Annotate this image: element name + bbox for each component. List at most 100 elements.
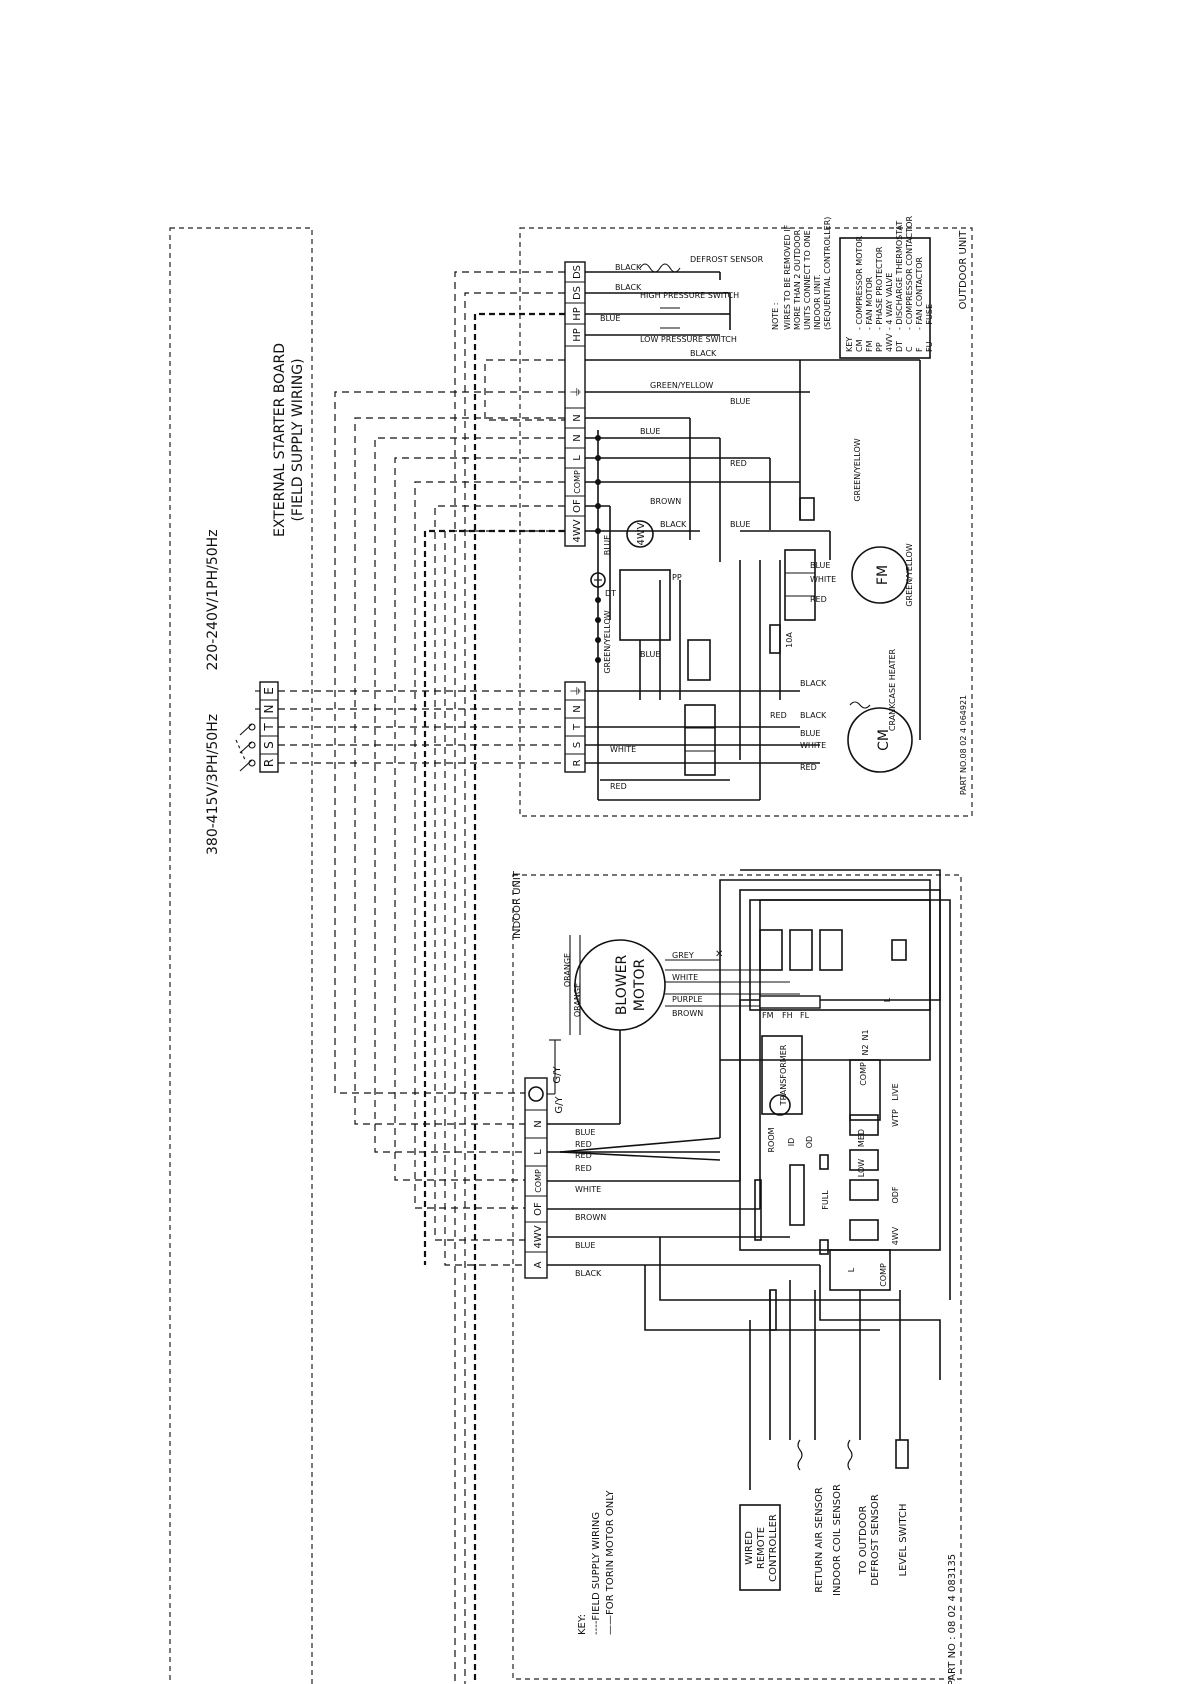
outdoor-unit-label: OUTDOOR UNIT [958,230,969,310]
indoor-gy-label: G/Y [554,1095,565,1113]
pcb-labels: LIVE WTP L N1 N2 ROOM ID OD LOW MED FULL… [767,997,900,1287]
svg-text:(SEQUENTIAL CONTROLLER): (SEQUENTIAL CONTROLLER) [823,217,832,330]
svg-text:BLUE: BLUE [603,535,612,555]
supply-terminal-block: E N T S R [259,681,279,773]
svg-text:- FAN MOTOR: - FAN MOTOR [865,276,874,330]
outdoor-key: KEY CM- COMPRESSOR MOTOR FM- FAN MOTOR P… [845,216,934,352]
svg-text:INDOOR UNIT.: INDOOR UNIT. [813,274,822,330]
lower-terminal-earth: ⏚ [569,685,583,697]
svg-text:4WV: 4WV [891,1226,900,1245]
svg-text:BLOWER: BLOWER [614,955,630,1016]
svg-text:10A: 10A [785,632,794,648]
indoor-unit-frame [512,874,962,1680]
blower-motor: BLOWER MOTOR ORANGE ORANGE GREY WHITE PU… [563,935,800,1035]
indoor-terminal-l: L [533,1149,544,1155]
transformer: TRANSFORMER [761,1035,803,1115]
svg-text:WTP: WTP [891,1109,900,1127]
terminal-ds-2: DS [572,286,583,300]
svg-text:GREEN/YELLOW: GREEN/YELLOW [853,438,862,501]
svg-text:G/Y: G/Y [552,1065,563,1083]
svg-text:BLACK: BLACK [575,1269,602,1278]
indoor-wire-labels: BLUE RED RED RED WHITE BROWN BLUE BLACK [575,1128,606,1278]
svg-text:WIRES TO BE REMOVED IF: WIRES TO BE REMOVED IF [783,224,792,330]
svg-text:RED: RED [810,595,827,604]
svg-text:RETURN AIR SENSOR: RETURN AIR SENSOR [814,1487,825,1593]
svg-text:- DISCHARGE THERMOSTAT: - DISCHARGE THERMOSTAT [895,221,904,330]
svg-text:N2: N2 [861,1044,870,1055]
svg-text:N1: N1 [861,1029,870,1040]
indoor-earth: G/Y [547,1039,563,1095]
svg-text:FM: FM [875,565,891,585]
terminal-ds-1: DS [572,265,583,279]
indoor-terminal-comp: COMP [534,1169,543,1193]
defrost-sensor: DEFROST SENSOR [639,255,764,273]
starter-board-subtitle: (FIELD SUPPLY WIRING) [290,358,306,521]
svg-text:LOW: LOW [857,1159,866,1177]
svg-text:GREEN/YELLOW: GREEN/YELLOW [650,381,713,390]
svg-text:✕: ✕ [715,949,723,960]
svg-text:CONTROLLER: CONTROLLER [768,1514,779,1582]
terminal-of: OF [572,499,583,513]
contactor-c [684,704,716,776]
svg-text:DEFROST SENSOR: DEFROST SENSOR [870,1494,881,1586]
svg-text:L: L [847,1267,856,1272]
svg-text:BLUE: BLUE [640,650,660,659]
pcb-components [754,1094,891,1331]
indoor-unit-label: INDOOR UNIT [512,870,523,939]
pcb-relays-top [759,929,907,971]
svg-text:ORANGE: ORANGE [573,983,582,1017]
svg-text:PURPLE: PURPLE [672,995,703,1004]
svg-text:——FOR TORIN MOTOR ONLY: ——FOR TORIN MOTOR ONLY [605,1490,616,1635]
terminal-hp-2: HP [572,328,583,342]
field-supply-wiring [334,271,565,1684]
terminal-n-2: N [572,434,583,441]
indoor-coil-sensor: INDOOR COIL SENSOR [832,1439,853,1596]
svg-text:LEVEL SWITCH: LEVEL SWITCH [898,1503,909,1576]
supply-1ph-label: 220-240V/1PH/50Hz [205,529,221,670]
level-switch: LEVEL SWITCH [895,1439,909,1577]
svg-text:REMOTE: REMOTE [756,1527,767,1569]
fan-motor: FM [851,546,909,604]
terminal-l: L [572,455,583,461]
svg-text:4WV: 4WV [885,333,894,352]
svg-text:KEY: KEY [845,337,854,352]
lower-terminal-t: T [572,723,583,731]
svg-text:KEY:: KEY: [577,1614,588,1635]
starter-board-frame [169,227,313,1684]
svg-text:BLUE: BLUE [810,561,830,570]
svg-text:BLUE: BLUE [640,427,660,436]
svg-text:- COMPRESSOR CONTACTOR: - COMPRESSOR CONTACTOR [905,216,914,330]
indoor-terminal-strip: N L COMP OF 4WV A [524,1077,548,1279]
svg-text:MED: MED [857,1129,866,1147]
svg-text:MORE THAN 2 OUTDOOR: MORE THAN 2 OUTDOOR [793,229,802,330]
svg-text:RED: RED [800,763,817,772]
svg-text:GREEN/YELLOW: GREEN/YELLOW [603,610,612,673]
svg-text:MOTOR: MOTOR [632,959,648,1012]
compressor-motor: CM [847,707,913,773]
low-pressure-switch: LOW PRESSURE SWITCH [640,327,737,344]
svg-text:TRANSFORMER: TRANSFORMER [779,1044,788,1106]
svg-text:BLUE: BLUE [800,729,820,738]
svg-text:FL: FL [800,1011,810,1020]
svg-text:BLUE: BLUE [730,397,750,406]
svg-text:4WV: 4WV [636,522,647,545]
starter-board-title: EXTERNAL STARTER BOARD [272,343,288,537]
indoor-part-no: PART NO : 08 02 4 083135 [947,1554,958,1684]
phase-protector: PP DT [605,569,711,681]
svg-text:F: F [915,347,924,352]
svg-text:FULL: FULL [821,1190,830,1210]
svg-text:BLACK: BLACK [615,283,642,292]
pcb-upper-section [749,899,931,1011]
indoor-terminal-a: A [533,1261,544,1268]
svg-text:RED: RED [610,782,627,791]
svg-text:L: L [883,997,892,1002]
svg-text:OD: OD [805,1136,814,1148]
svg-text:ODF: ODF [891,1186,900,1203]
svg-text:ROOM: ROOM [767,1127,776,1152]
svg-text:ID: ID [787,1138,796,1147]
svg-text:CM: CM [876,729,892,751]
supply-terminal-e: E [262,687,276,695]
svg-text:ORANGE: ORANGE [563,953,572,987]
